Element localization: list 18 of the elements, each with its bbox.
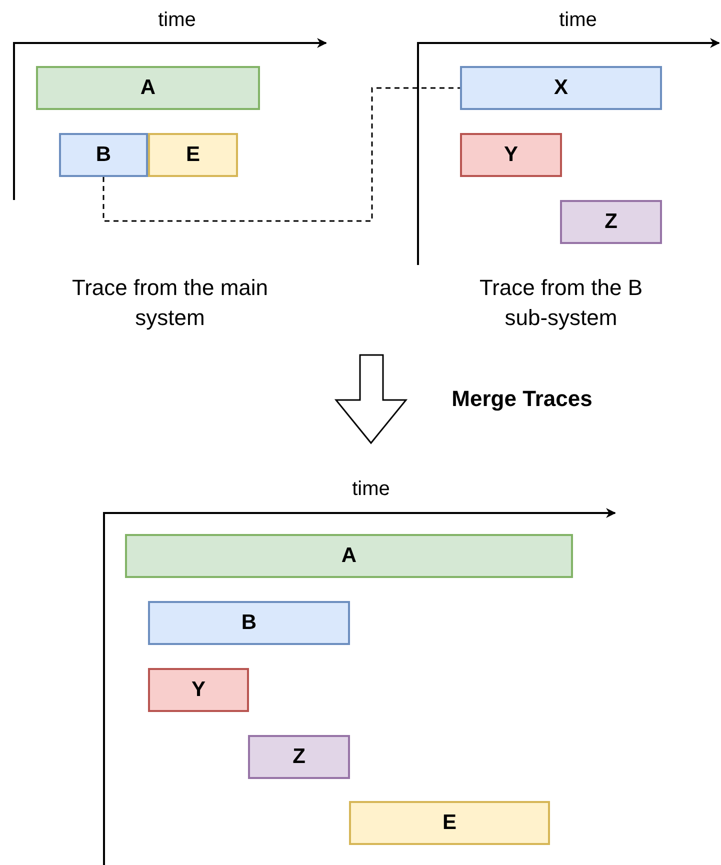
span-bar: A [125, 534, 573, 578]
span-bar: Z [560, 200, 662, 244]
span-bar: B [148, 601, 350, 645]
step-label: Merge Traces [452, 385, 592, 413]
span-bar: E [349, 801, 550, 845]
span-bar: X [460, 66, 662, 110]
span-bar: E [148, 133, 238, 177]
span-bar: A [36, 66, 260, 110]
caption: Trace from the B sub-system [478, 274, 644, 332]
axis-label: time [158, 8, 196, 33]
axis-label: time [352, 477, 390, 502]
axis-label: time [559, 8, 597, 33]
span-bar: Y [460, 133, 562, 177]
span-bar: Y [148, 668, 249, 712]
span-bar: Z [248, 735, 350, 779]
connector-line [102, 87, 460, 222]
span-bar: B [59, 133, 148, 177]
caption: Trace from the main system [70, 274, 270, 332]
